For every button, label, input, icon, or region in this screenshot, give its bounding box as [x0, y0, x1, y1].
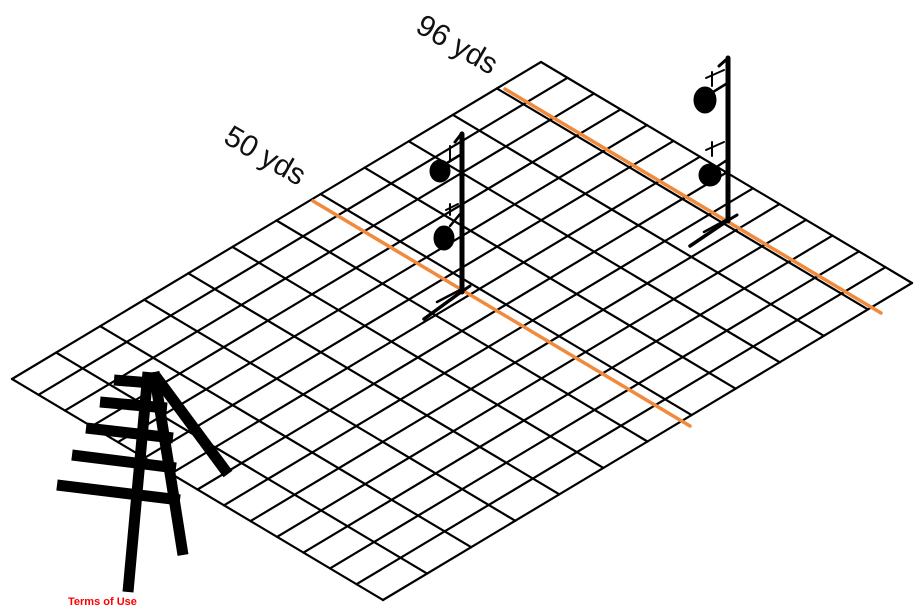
grid-line [407, 140, 781, 364]
grid-line [363, 166, 737, 390]
steel-target-icon [433, 225, 455, 251]
label-50-yds: 50 yds [219, 119, 312, 192]
grid-line [143, 298, 517, 522]
grid-line [275, 219, 649, 443]
distance-line-50-yds [311, 199, 692, 428]
shooting-bench [56, 370, 233, 593]
target-stand-96-yds [688, 55, 739, 248]
label-96-yds: 96 yds [411, 8, 504, 81]
grid-line [451, 113, 825, 337]
grid-line [231, 245, 605, 469]
steel-target-icon [698, 163, 722, 187]
steel-target-icon [429, 159, 451, 183]
terms-of-use-link[interactable]: Terms of Use [68, 596, 137, 608]
grid-line [319, 193, 693, 417]
grid-line [99, 325, 473, 549]
grid-line [10, 377, 385, 602]
range-grid [10, 60, 914, 602]
distance-line-96-yds [503, 87, 883, 315]
grid-line [187, 272, 561, 496]
target-stand-50-yds [422, 131, 472, 321]
steel-target-icon [693, 86, 717, 114]
grid-line [54, 351, 429, 575]
grid-line [495, 87, 870, 311]
